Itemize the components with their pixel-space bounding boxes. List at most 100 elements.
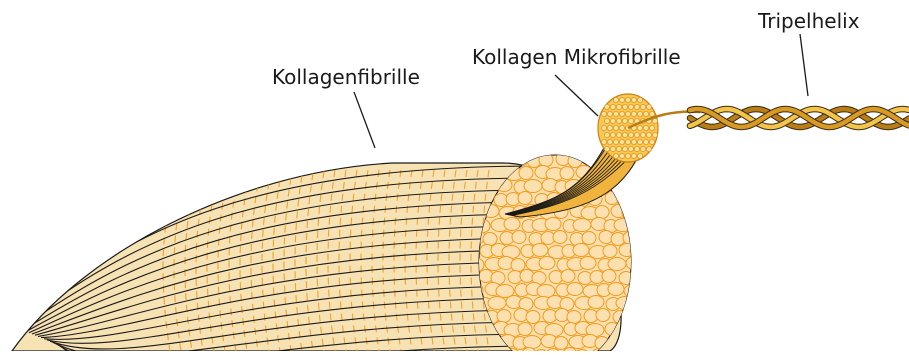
- microfibril-cell: [518, 192, 532, 205]
- microfibril-cell: [625, 310, 639, 323]
- microfibril-dot: [610, 146, 615, 151]
- microfibril-dot: [628, 132, 633, 137]
- microfibril-dot: [607, 139, 612, 144]
- microfibril-cell: [561, 270, 575, 283]
- microfibril-dot: [631, 139, 636, 144]
- microfibril-dot: [613, 125, 618, 130]
- leader-microfibril: [555, 75, 598, 116]
- microfibril-cell: [608, 283, 624, 296]
- microfibril-dot: [604, 118, 609, 123]
- microfibril-dot: [619, 97, 624, 102]
- microfibril-dot: [616, 104, 621, 109]
- microfibril-dot: [613, 111, 618, 116]
- microfibril-cell: [573, 244, 589, 257]
- microfibril-cell: [539, 257, 555, 270]
- microfibril-dot: [649, 111, 654, 116]
- microfibril-dot: [622, 118, 627, 123]
- microfibril-cell: [497, 310, 511, 323]
- microfibril-cell: [518, 323, 532, 336]
- microfibril-cell: [526, 311, 540, 324]
- microfibril-cell: [596, 309, 610, 322]
- microfibril-dot: [649, 125, 654, 130]
- microfibril-cell: [567, 311, 581, 324]
- microfibril-cell: [629, 296, 645, 309]
- microfibril-cell: [580, 257, 596, 270]
- microfibril-cell: [631, 271, 645, 284]
- microfibril-dot: [634, 146, 639, 151]
- microfibril-dot: [619, 111, 624, 116]
- leader-fibril: [354, 92, 375, 148]
- microfibril-cell: [560, 167, 574, 180]
- microfibril-dot: [604, 104, 609, 109]
- microfibril-dot: [637, 97, 642, 102]
- microfibril-cell: [622, 207, 640, 220]
- microfibril-dot: [601, 111, 606, 116]
- microfibril-dot: [625, 153, 630, 158]
- label-triple-helix: Tripelhelix: [758, 9, 860, 33]
- microfibril-dot: [637, 111, 642, 116]
- microfibril-cell: [523, 336, 541, 349]
- microfibril-cell: [624, 179, 640, 192]
- microfibril-dot: [622, 146, 627, 151]
- microfibril-dot: [637, 125, 642, 130]
- microfibril-dot: [622, 132, 627, 137]
- microfibril-cell: [634, 193, 648, 206]
- microfibril-dot: [643, 111, 648, 116]
- microfibril-dot: [616, 146, 621, 151]
- label-collagen-microfibril: Kollagen Mikrofibrille: [472, 45, 681, 69]
- microfibril-cell: [624, 285, 642, 298]
- microfibril-dot: [637, 139, 642, 144]
- microfibril-dot: [640, 146, 645, 151]
- microfibril-cell: [512, 231, 526, 244]
- microfibril-cell: [614, 219, 632, 232]
- microfibril-dot: [625, 139, 630, 144]
- microfibril-dot: [646, 104, 651, 109]
- microfibril-dot: [610, 118, 615, 123]
- microfibril-cell: [632, 324, 650, 337]
- microfibril-dot: [634, 104, 639, 109]
- microfibril-cell: [632, 218, 648, 231]
- microfibril-dot: [628, 118, 633, 123]
- microfibril-dot: [613, 139, 618, 144]
- microfibril-cell: [582, 232, 596, 245]
- microfibril-cell: [605, 192, 619, 205]
- microfibril-dot: [625, 97, 630, 102]
- microfibril-dot: [646, 132, 651, 137]
- microfibril-cell: [511, 259, 525, 272]
- microfibril-dot: [640, 104, 645, 109]
- microfibril-dot: [622, 104, 627, 109]
- microfibril-dot: [643, 125, 648, 130]
- microfibril-cell: [608, 258, 626, 271]
- microfibril-cell: [619, 244, 635, 257]
- microfibril-dot: [613, 97, 618, 102]
- microfibril-dot: [619, 139, 624, 144]
- microfibril-cell: [573, 219, 591, 232]
- microfibril-dot: [604, 146, 609, 151]
- microfibril-dot: [619, 125, 624, 130]
- microfibril-dot: [619, 153, 624, 158]
- microfibril-cell: [616, 297, 634, 310]
- microfibril-dot: [607, 111, 612, 116]
- microfibril-dot: [646, 146, 651, 151]
- microfibril-cell: [545, 218, 561, 231]
- microfibril-cell: [630, 246, 648, 259]
- microfibril-dot: [643, 139, 648, 144]
- microfibril-dot: [628, 104, 633, 109]
- microfibril-dot: [631, 111, 636, 116]
- microfibril-dot: [631, 97, 636, 102]
- microfibril-cell: [488, 297, 506, 310]
- microfibril-cell: [588, 296, 604, 309]
- microfibril-cell: [483, 233, 497, 246]
- microfibril-dot: [652, 132, 657, 137]
- microfibril-cell: [553, 231, 567, 244]
- microfibril-dot: [628, 146, 633, 151]
- microfibril-dot: [652, 118, 657, 123]
- microfibril-dot: [649, 139, 654, 144]
- microfibril-cell: [568, 155, 582, 168]
- microfibril-cell: [623, 335, 639, 348]
- microfibril-dot: [631, 153, 636, 158]
- microfibril-dot: [625, 111, 630, 116]
- leader-helix: [800, 34, 808, 96]
